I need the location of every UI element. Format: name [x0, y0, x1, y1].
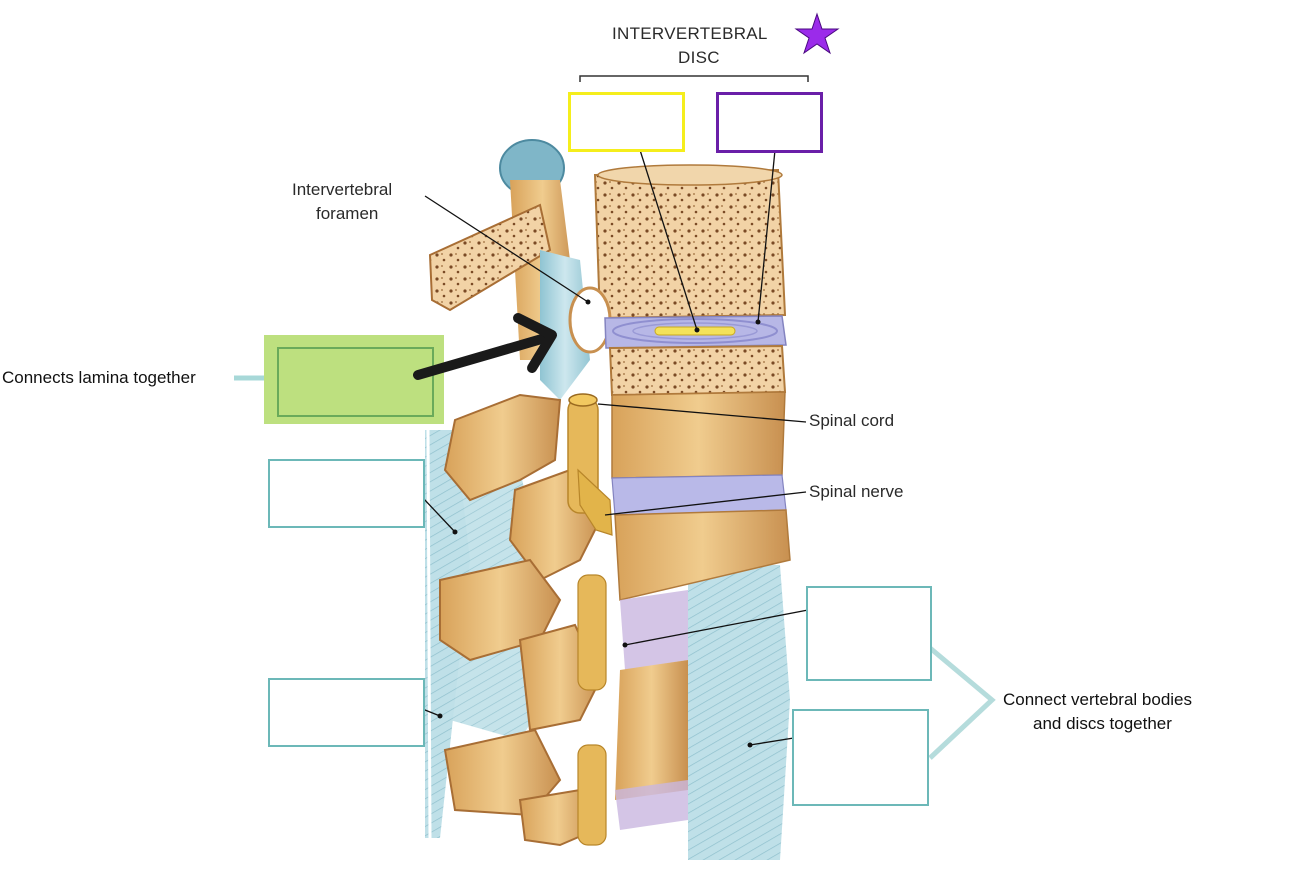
- note-connect-vertebral-line2: and discs together: [1033, 714, 1172, 733]
- answer-box-lamina-inner[interactable]: [277, 347, 434, 417]
- leader-lines: [419, 149, 809, 746]
- label-intervertebral-foramen-line1: Intervertebral: [292, 180, 393, 199]
- supraspinous-edge: [426, 429, 432, 839]
- label-spinal-nerve: Spinal nerve: [809, 482, 904, 501]
- spinal-nerve-root: [577, 468, 613, 536]
- spinous-process-1: [443, 393, 562, 502]
- label-spinal-cord: Spinal cord: [809, 411, 895, 430]
- star-icon: [794, 12, 840, 55]
- answer-box-posterior-lower[interactable]: [268, 678, 425, 747]
- ligamentum-flavum: [540, 250, 590, 400]
- answer-box-posterior-upper[interactable]: [268, 459, 425, 528]
- label-intervertebral-disc-line1: INTERVERTEBRAL: [612, 24, 768, 43]
- label-intervertebral-foramen-line2: foramen: [316, 204, 379, 223]
- answer-box-disc-inner[interactable]: [568, 92, 685, 152]
- note-connects-lamina: Connects lamina together: [2, 368, 196, 387]
- label-intervertebral-disc-line2: DISC: [678, 48, 720, 67]
- right-bracket: [928, 646, 996, 760]
- disc-bracket: [579, 75, 809, 82]
- answer-box-right-upper[interactable]: [806, 586, 932, 681]
- note-connect-vertebral-line1: Connect vertebral bodies: [1003, 690, 1193, 709]
- anterior-longitudinal-ligament: [688, 565, 790, 860]
- answer-box-right-lower[interactable]: [792, 709, 929, 806]
- transverse-process: [428, 203, 552, 312]
- answer-box-disc-outer[interactable]: [716, 92, 823, 153]
